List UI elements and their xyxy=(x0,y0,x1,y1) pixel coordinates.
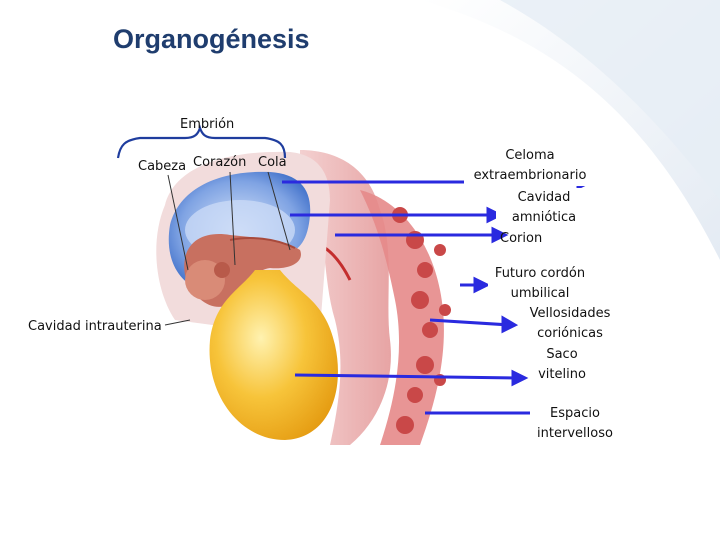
label-umbilical-line2: umbilical xyxy=(510,286,570,301)
label-intervillous-line2: intervelloso xyxy=(537,426,613,441)
label-amniotic-line1: Cavidad xyxy=(517,190,571,205)
heart-pointer-line xyxy=(229,171,236,266)
label-extraembryonic-coelom: Celoma extraembrionario xyxy=(464,146,596,186)
head-pointer-line xyxy=(167,174,189,271)
label-amniotic-cavity: Cavidad amniótica xyxy=(496,188,592,228)
embryo-body xyxy=(184,234,301,307)
label-intervillous-line1: Espacio xyxy=(550,406,600,421)
label-yolk-line2: vitelino xyxy=(538,367,586,382)
label-tail: Cola xyxy=(258,155,287,170)
label-villi-line2: coriónicas xyxy=(537,326,603,341)
label-villi-line1: Vellosidades xyxy=(529,306,611,321)
yolk-sac xyxy=(209,270,338,440)
villi-region xyxy=(360,190,444,445)
label-umbilical-line1: Futuro cordón xyxy=(494,266,586,281)
label-heart: Corazón xyxy=(193,155,247,170)
label-head: Cabeza xyxy=(138,159,187,174)
label-umbilical-cord: Futuro cordón umbilical xyxy=(488,264,592,304)
tail-pointer-line xyxy=(267,171,291,251)
label-amniotic-line2: amniótica xyxy=(511,210,577,225)
label-coelom-line1: Celoma xyxy=(505,148,555,163)
pointer-uterine-cavity xyxy=(164,319,191,326)
label-yolk-sac: Saco vitelino xyxy=(530,345,594,385)
label-intervillous-space: Espacio intervelloso xyxy=(530,404,620,444)
label-uterine-cavity: Cavidad intrauterina xyxy=(28,319,162,334)
slide-title: Organogénesis xyxy=(113,24,310,54)
label-embryo: Embrión xyxy=(180,117,235,132)
embryo-brace xyxy=(116,124,287,159)
label-chorionic-villi: Vellosidades coriónicas xyxy=(518,304,622,344)
arrow-villi xyxy=(429,318,511,327)
label-yolk-line1: Saco xyxy=(546,347,578,362)
label-chorion: Corion xyxy=(500,231,543,246)
label-coelom-line2: extraembrionario xyxy=(473,168,587,183)
arrow-yolk xyxy=(294,373,521,380)
